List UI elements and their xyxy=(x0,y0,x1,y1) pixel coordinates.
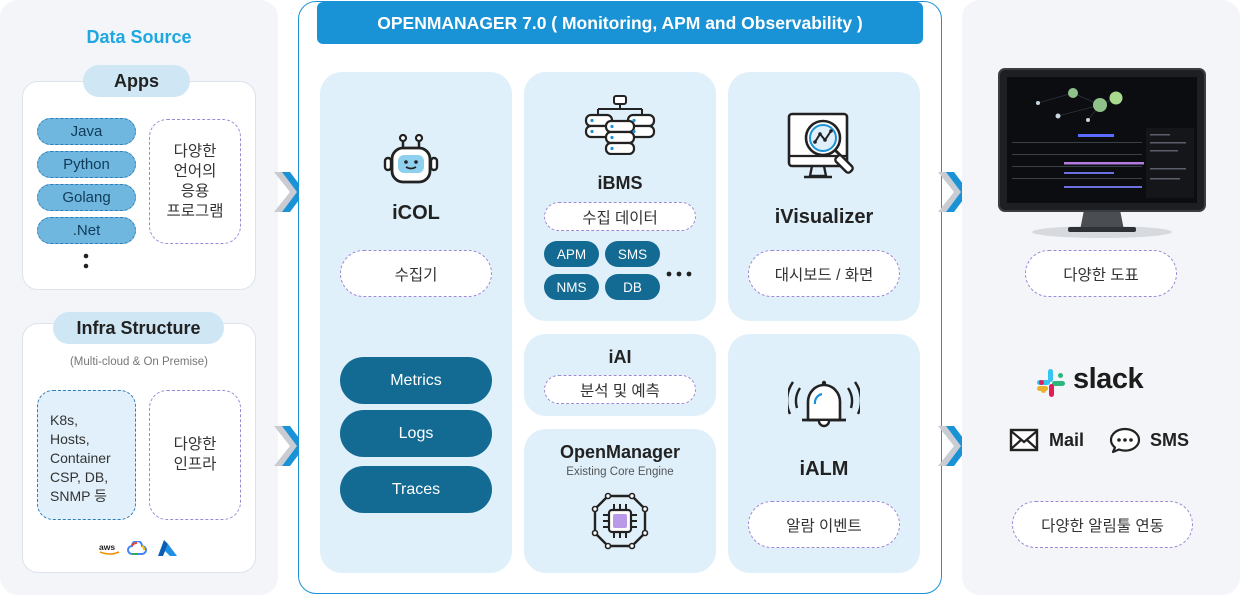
infra-subtitle: (Multi-cloud & On Premise) xyxy=(69,356,209,368)
more-dots-horizontal-icon xyxy=(665,265,695,277)
ivisualizer-name: iVisualizer xyxy=(774,206,874,228)
apps-desc-line: 프로그램 xyxy=(166,202,224,220)
more-dots-vertical-icon xyxy=(82,252,90,272)
chat-bubble-icon xyxy=(1109,426,1141,454)
apps-desc-line: 응용 xyxy=(180,182,210,200)
dashboard-monitor-image xyxy=(998,68,1206,240)
infra-desc-box: 다양한 인프라 xyxy=(149,390,241,520)
lang-java: Java xyxy=(37,118,136,145)
svg-text:aws: aws xyxy=(99,542,115,552)
icol-tag: 수집기 xyxy=(340,250,492,297)
iai-tag: 분석 및 예측 xyxy=(544,375,696,404)
lang-python: Python xyxy=(37,151,136,178)
metrics-button[interactable]: Metrics xyxy=(340,357,492,404)
slack-label: slack xyxy=(1073,363,1144,395)
azure-logo-icon xyxy=(156,539,178,557)
alarm-bell-icon xyxy=(785,372,863,432)
apps-desc-box: 다양한 언어의 응용 프로그램 xyxy=(149,119,241,244)
database-server-icon xyxy=(584,95,656,156)
slack-logo-icon xyxy=(1036,368,1066,398)
core-subtitle: Existing Core Engine xyxy=(566,466,674,478)
iai-name: iAI xyxy=(608,347,632,367)
infra-list-item: CSP, DB, xyxy=(50,469,109,485)
ialm-name: iALM xyxy=(799,458,849,480)
dashboard-tag: 다양한 도표 xyxy=(1025,250,1177,297)
infra-list-item: K8s, xyxy=(50,412,79,428)
nms-tag: NMS xyxy=(544,274,599,300)
cpu-chip-icon xyxy=(591,492,649,550)
infra-title: Infra Structure xyxy=(53,312,224,344)
sms-tag: SMS xyxy=(605,241,660,267)
mail-label: Mail xyxy=(1049,430,1085,450)
apps-desc-line: 언어의 xyxy=(173,162,217,180)
data-source-title: Data Source xyxy=(86,27,192,47)
google-cloud-logo-icon xyxy=(127,540,147,557)
analytics-magnifier-icon xyxy=(786,110,862,186)
mail-icon xyxy=(1009,428,1039,452)
ibms-name: iBMS xyxy=(597,173,643,193)
logs-button[interactable]: Logs xyxy=(340,410,492,457)
infra-list-item: SNMP 등 xyxy=(50,488,107,504)
alert-tools-tag: 다양한 알림툴 연동 xyxy=(1012,501,1193,548)
apps-desc-line: 다양한 xyxy=(173,142,217,160)
infra-list-item: Container xyxy=(50,450,111,466)
apm-tag: APM xyxy=(544,241,599,267)
ialm-tag: 알람 이벤트 xyxy=(748,501,900,548)
db-tag: DB xyxy=(605,274,660,300)
ibms-tag: 수집 데이터 xyxy=(544,202,696,231)
robot-icon xyxy=(381,133,441,186)
infra-desc-line: 인프라 xyxy=(173,456,217,473)
traces-button[interactable]: Traces xyxy=(340,466,492,513)
sms-label: SMS xyxy=(1150,430,1190,450)
infra-list-box: K8s, Hosts, Container CSP, DB, SNMP 등 xyxy=(37,390,136,520)
apps-title: Apps xyxy=(83,65,190,97)
infra-list-item: Hosts, xyxy=(50,431,90,447)
aws-logo-icon: aws xyxy=(98,541,122,557)
core-name: OpenManager xyxy=(559,442,681,462)
infra-desc-line: 다양한 xyxy=(173,436,217,453)
openmanager-title: OPENMANAGER 7.0 ( Monitoring, APM and Ob… xyxy=(317,2,923,44)
ivisualizer-tag: 대시보드 / 화면 xyxy=(748,250,900,297)
core-card xyxy=(524,429,716,573)
icol-name: iCOL xyxy=(392,202,440,224)
lang-golang: Golang xyxy=(37,184,136,211)
lang-dotnet: .Net xyxy=(37,217,136,244)
